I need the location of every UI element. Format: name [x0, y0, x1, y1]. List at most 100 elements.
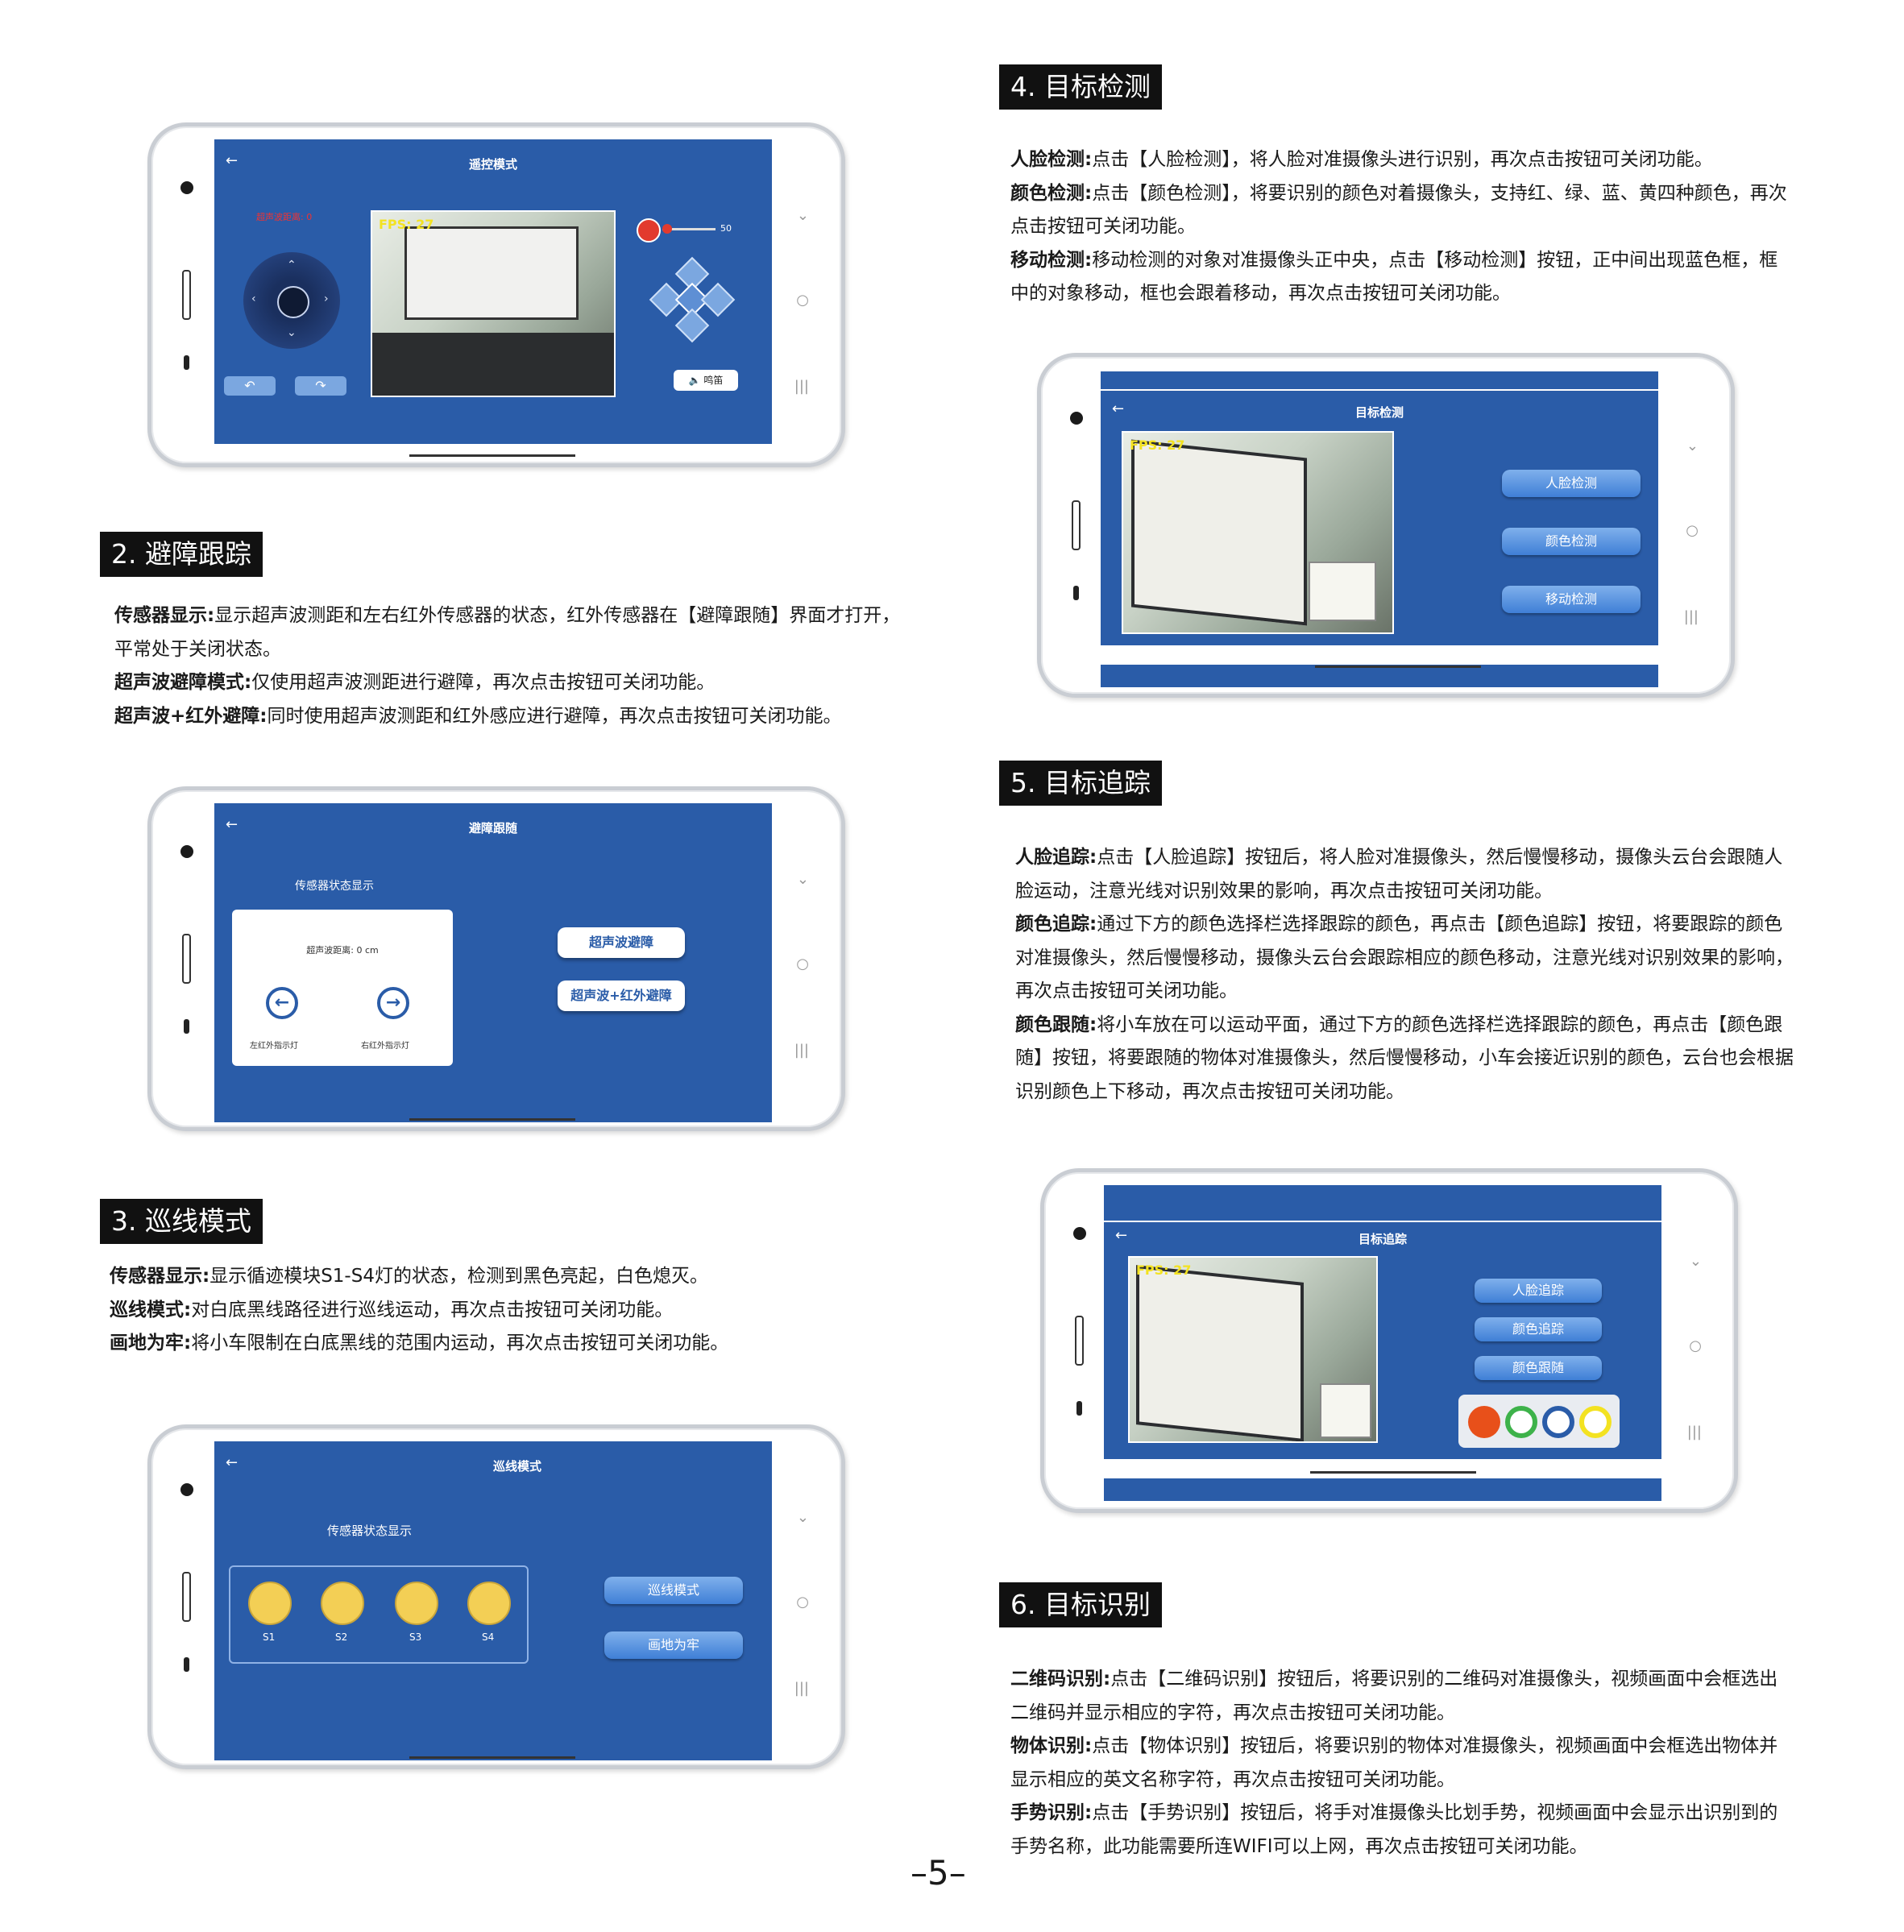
side-button [184, 1657, 189, 1672]
side-button [182, 934, 191, 984]
screen-title: 目标检测 [1354, 405, 1404, 420]
joystick[interactable]: ⌃ ⌄ ‹ › [243, 252, 340, 349]
heading-recognize: 6. 目标识别 [999, 1582, 1162, 1627]
side-button [182, 1572, 191, 1622]
para-line: 超声波避障模式:仅使用超声波测距进行避障，再次点击按钮可关闭功能。 [114, 672, 716, 693]
fps-readout: FPS: 27 [1136, 1262, 1192, 1278]
para-line: 人脸追踪:点击【人脸追踪】按钮后，将人脸对准摄像头，然后慢慢移动，摄像头云台会跟… [1015, 847, 1783, 902]
camera-dot [1070, 412, 1083, 425]
sensor-title: 传感器状态显示 [327, 1524, 413, 1538]
ultrasonic-ir-avoid-button[interactable]: 超声波+红外避障 [558, 981, 685, 1011]
undo-button[interactable]: ↶ [224, 376, 276, 396]
redo-button[interactable]: ↷ [295, 376, 346, 396]
back-arrow-icon[interactable]: ← [1112, 400, 1125, 417]
face-track-button[interactable]: 人脸追踪 [1475, 1279, 1602, 1303]
speed-slider[interactable] [662, 224, 716, 234]
recent-apps-icon: ||| [794, 1042, 809, 1059]
para-line: 物体识别:点击【物体识别】按钮后，将要识别的物体对准摄像头，视频画面中会框选出物… [1010, 1735, 1778, 1790]
recent-apps-icon: ||| [1683, 608, 1699, 625]
speaker-icon: 🔈 [688, 375, 701, 386]
chevron-down-icon: ⌄ [796, 1509, 809, 1526]
ultrasonic-avoid-button[interactable]: 超声波避障 [558, 927, 685, 958]
fps-readout: FPS: 27 [379, 217, 434, 232]
para-recognize: 二维码识别:点击【二维码识别】按钮后，将要识别的二维码对准摄像头，视频画面中会框… [1010, 1663, 1794, 1864]
color-track-button[interactable]: 颜色追踪 [1475, 1317, 1602, 1341]
sensor-label: S3 [409, 1631, 422, 1643]
sensor-s3-light [395, 1582, 438, 1625]
sensor-label: S4 [482, 1631, 495, 1643]
sensor-label: S2 [335, 1631, 348, 1643]
back-arrow-icon[interactable]: ← [226, 1454, 239, 1471]
detect-screen: ← 目标检测 FPS: 27 人脸检测 颜色检测 移动检测 [1101, 371, 1658, 687]
home-circle-icon: ○ [796, 1594, 809, 1611]
color-detect-button[interactable]: 颜色检测 [1502, 528, 1641, 555]
para-detect: 人脸检测:点击【人脸检测】，将人脸对准摄像头进行识别，再次点击按钮可关闭功能。 … [1010, 143, 1794, 311]
recent-apps-icon: ||| [794, 1680, 809, 1697]
screen-title: 巡线模式 [492, 1459, 541, 1474]
horn-label: 鸣笛 [703, 375, 724, 386]
side-button [184, 355, 189, 370]
chevron-down-icon: ⌄ [796, 871, 809, 888]
sensor-panel: S1 S2 S3 S4 [229, 1565, 529, 1664]
motion-detect-button[interactable]: 移动检测 [1502, 586, 1641, 613]
horn-button[interactable]: 🔈 鸣笛 [674, 370, 738, 391]
para-line: 画地为牢:将小车限制在白底黑线的范围内运动，再次点击按钮可关闭功能。 [110, 1333, 729, 1354]
back-arrow-icon[interactable]: ← [1115, 1227, 1128, 1244]
camera-dot [180, 845, 193, 858]
para-track: 人脸追踪:点击【人脸追踪】按钮后，将人脸对准摄像头，然后慢慢移动，摄像头云台会跟… [1015, 841, 1795, 1109]
heading-line: 3. 巡线模式 [100, 1199, 263, 1244]
speed-icon[interactable] [637, 218, 661, 243]
home-bar [1315, 665, 1481, 668]
color-follow-button[interactable]: 颜色跟随 [1475, 1356, 1602, 1380]
color-yellow-option[interactable] [1579, 1406, 1612, 1438]
para-line: 传感器显示:显示循迹模块S1-S4灯的状态，检测到黑色亮起，白色熄灭。 [110, 1266, 708, 1287]
distance-readout: 超声波距离: 0 cm [306, 945, 379, 956]
line-mode-button[interactable]: 巡线模式 [604, 1577, 743, 1604]
right-arrow-icon: → [377, 987, 409, 1019]
sensor-label: S1 [263, 1631, 276, 1643]
dpad-down[interactable] [674, 308, 710, 343]
page-number: –5– [911, 1853, 966, 1893]
avoid-screen: ← 避障跟随 传感器状态显示 超声波距离: 0 cm ← → 左红外指示灯 右红… [214, 803, 772, 1122]
home-circle-icon: ○ [1689, 1337, 1702, 1354]
phone-track: ⌄ ○ ||| ← 目标追踪 FPS: 27 人脸追踪 颜色追踪 颜色跟随 [1040, 1168, 1738, 1513]
screen-title: 遥控模式 [468, 157, 517, 172]
sensor-s2-light [321, 1582, 364, 1625]
recent-apps-icon: ||| [1686, 1424, 1702, 1441]
side-button [1073, 586, 1079, 600]
chevron-down-icon: ⌄ [796, 207, 809, 224]
back-arrow-icon[interactable]: ← [226, 152, 239, 169]
para-line: 二维码识别:点击【二维码识别】按钮后，将要识别的二维码对准摄像头，视频画面中会框… [1010, 1669, 1778, 1723]
right-ir-label: 右红外指示灯 [361, 1042, 409, 1051]
color-blue-option[interactable] [1542, 1406, 1574, 1438]
phone-line: ⌄ ○ ||| ← 巡线模式 传感器状态显示 S1 S2 S3 S4 巡线模式 … [147, 1424, 845, 1769]
fps-readout: FPS: 27 [1130, 437, 1185, 453]
para-line: 移动检测:移动检测的对象对准摄像头正中央，点击【移动检测】按钮，正中间出现蓝色框… [1010, 249, 1778, 305]
color-green-option[interactable] [1505, 1406, 1537, 1438]
slider-value: 50 [720, 223, 732, 234]
face-detect-button[interactable]: 人脸检测 [1502, 470, 1641, 497]
recent-apps-icon: ||| [794, 378, 809, 395]
camera-dot [1073, 1227, 1086, 1240]
sensor-s1-light [248, 1582, 292, 1625]
side-button [182, 270, 191, 320]
camera-feed: FPS: 27 [1128, 1256, 1378, 1443]
distance-readout: 超声波距离: 0 [256, 212, 313, 222]
left-ir-label: 左红外指示灯 [250, 1042, 298, 1051]
heading-track: 5. 目标追踪 [999, 761, 1162, 806]
camera-feed: FPS: 27 [371, 210, 616, 397]
side-button [1072, 500, 1081, 550]
color-red-option[interactable] [1468, 1406, 1500, 1438]
phone-avoid: ⌄ ○ ||| ← 避障跟随 传感器状态显示 超声波距离: 0 cm ← → 左… [147, 786, 845, 1131]
para-line: 人脸检测:点击【人脸检测】，将人脸对准摄像头进行识别，再次点击按钮可关闭功能。 [1010, 149, 1713, 170]
side-button [1075, 1316, 1084, 1366]
para-line: 颜色检测:点击【颜色检测】，将要识别的颜色对着摄像头，支持红、绿、蓝、黄四种颜色… [1010, 182, 1787, 238]
back-arrow-icon[interactable]: ← [226, 816, 239, 833]
phone-detect: ⌄ ○ ||| ← 目标检测 FPS: 27 人脸检测 颜色检测 移动检测 [1037, 353, 1735, 698]
boundary-button[interactable]: 画地为牢 [604, 1631, 743, 1659]
line-screen: ← 巡线模式 传感器状态显示 S1 S2 S3 S4 巡线模式 画地为牢 [214, 1441, 772, 1760]
para-line: 颜色跟随:将小车放在可以运动平面，通过下方的颜色选择栏选择跟踪的颜色，再点击【颜… [1015, 1014, 1794, 1102]
heading-avoid: 2. 避障跟踪 [100, 532, 263, 577]
track-screen: ← 目标追踪 FPS: 27 人脸追踪 颜色追踪 颜色跟随 [1104, 1185, 1661, 1501]
dpad-right[interactable] [700, 282, 736, 317]
